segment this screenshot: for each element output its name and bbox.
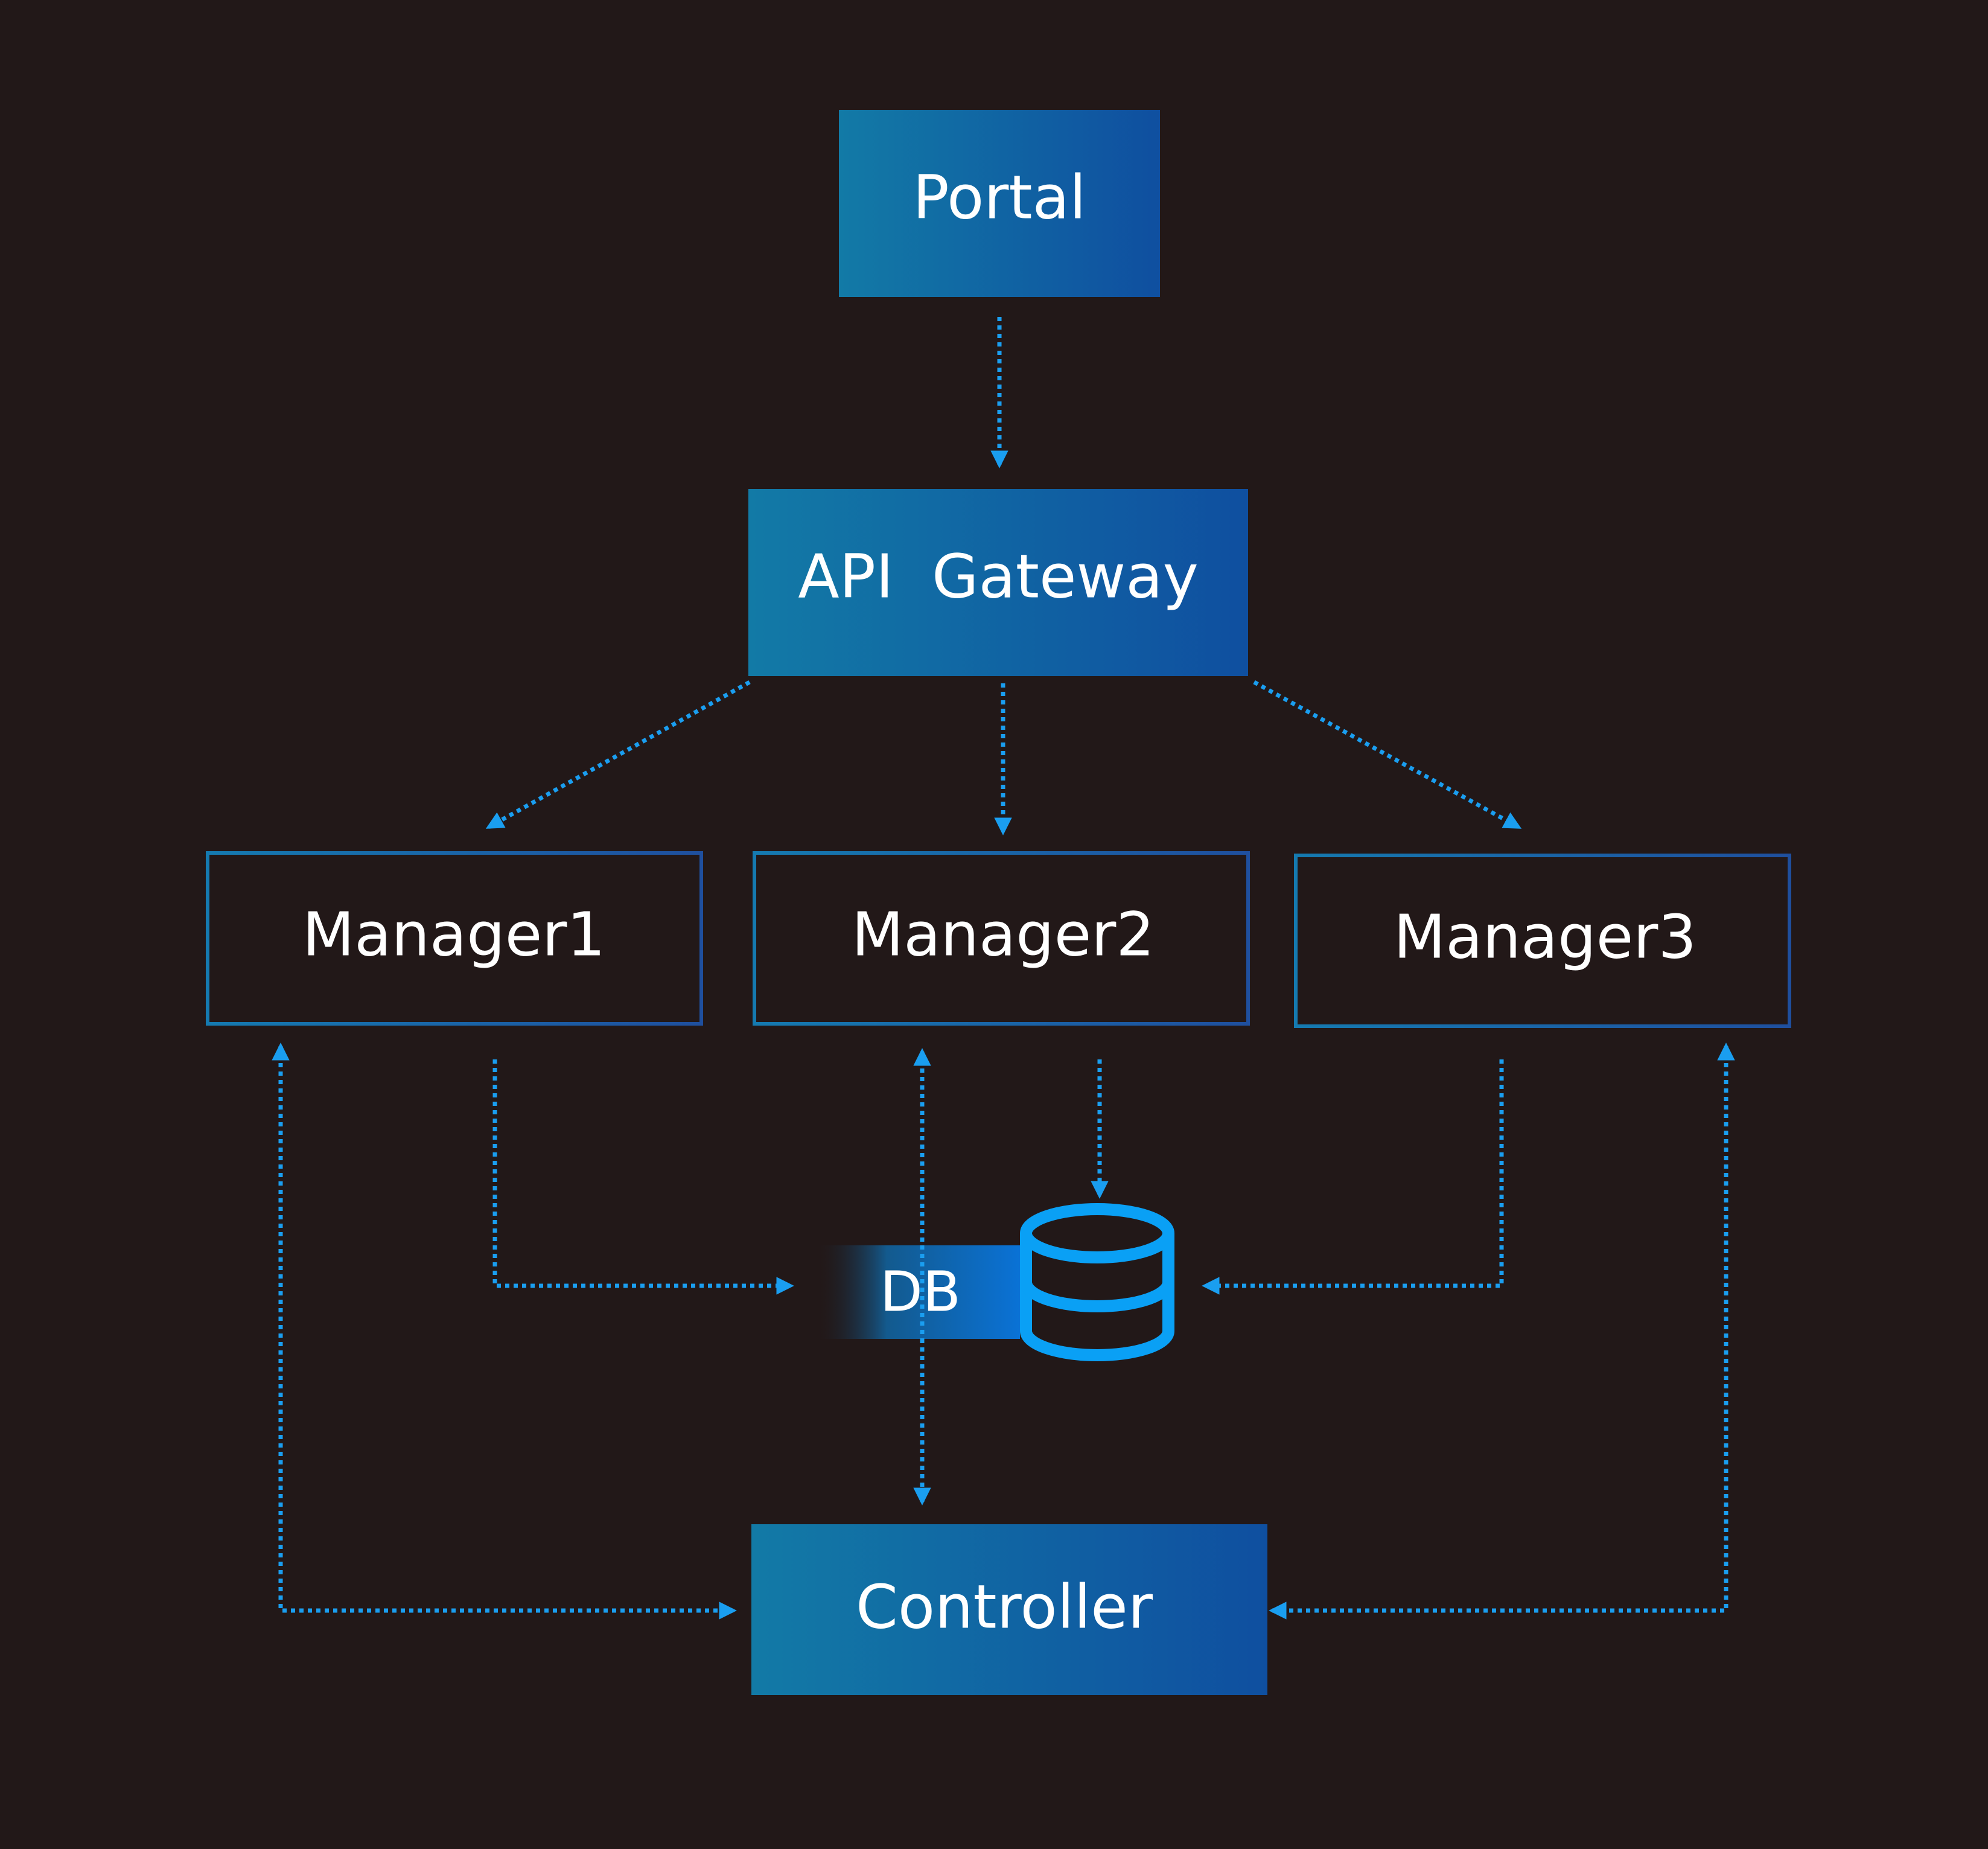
node-manager1-label: Manager1	[302, 899, 605, 970]
edge-manager1-to-db	[492, 1059, 794, 1295]
node-manager3: Manager3	[1294, 854, 1791, 1028]
node-manager3-label: Manager3	[1394, 902, 1696, 972]
node-controller-label: Controller	[856, 1572, 1153, 1643]
node-db: DB	[815, 1245, 1020, 1339]
db-label-band	[815, 1245, 1020, 1339]
edge-manager3-to-db	[1202, 1059, 1504, 1295]
node-portal: Portal	[839, 110, 1160, 297]
node-manager2: Manager2	[753, 851, 1250, 1026]
node-manager2-label: Manager2	[852, 899, 1155, 970]
edge-manager1-controller	[272, 1043, 737, 1620]
edge-manager3-controller	[1269, 1043, 1735, 1620]
node-manager1: Manager1	[206, 851, 703, 1026]
edge-api-gateway-to-manager3	[1253, 680, 1522, 829]
node-api-gateway: API Gateway	[748, 489, 1248, 676]
node-api-gateway-label: API Gateway	[798, 541, 1199, 612]
database-cylinder-icon	[1020, 1203, 1174, 1361]
connectors	[272, 317, 1735, 1620]
edge-api-gateway-to-manager1	[485, 680, 751, 829]
node-portal-label: Portal	[913, 162, 1086, 233]
node-controller: Controller	[751, 1524, 1267, 1695]
